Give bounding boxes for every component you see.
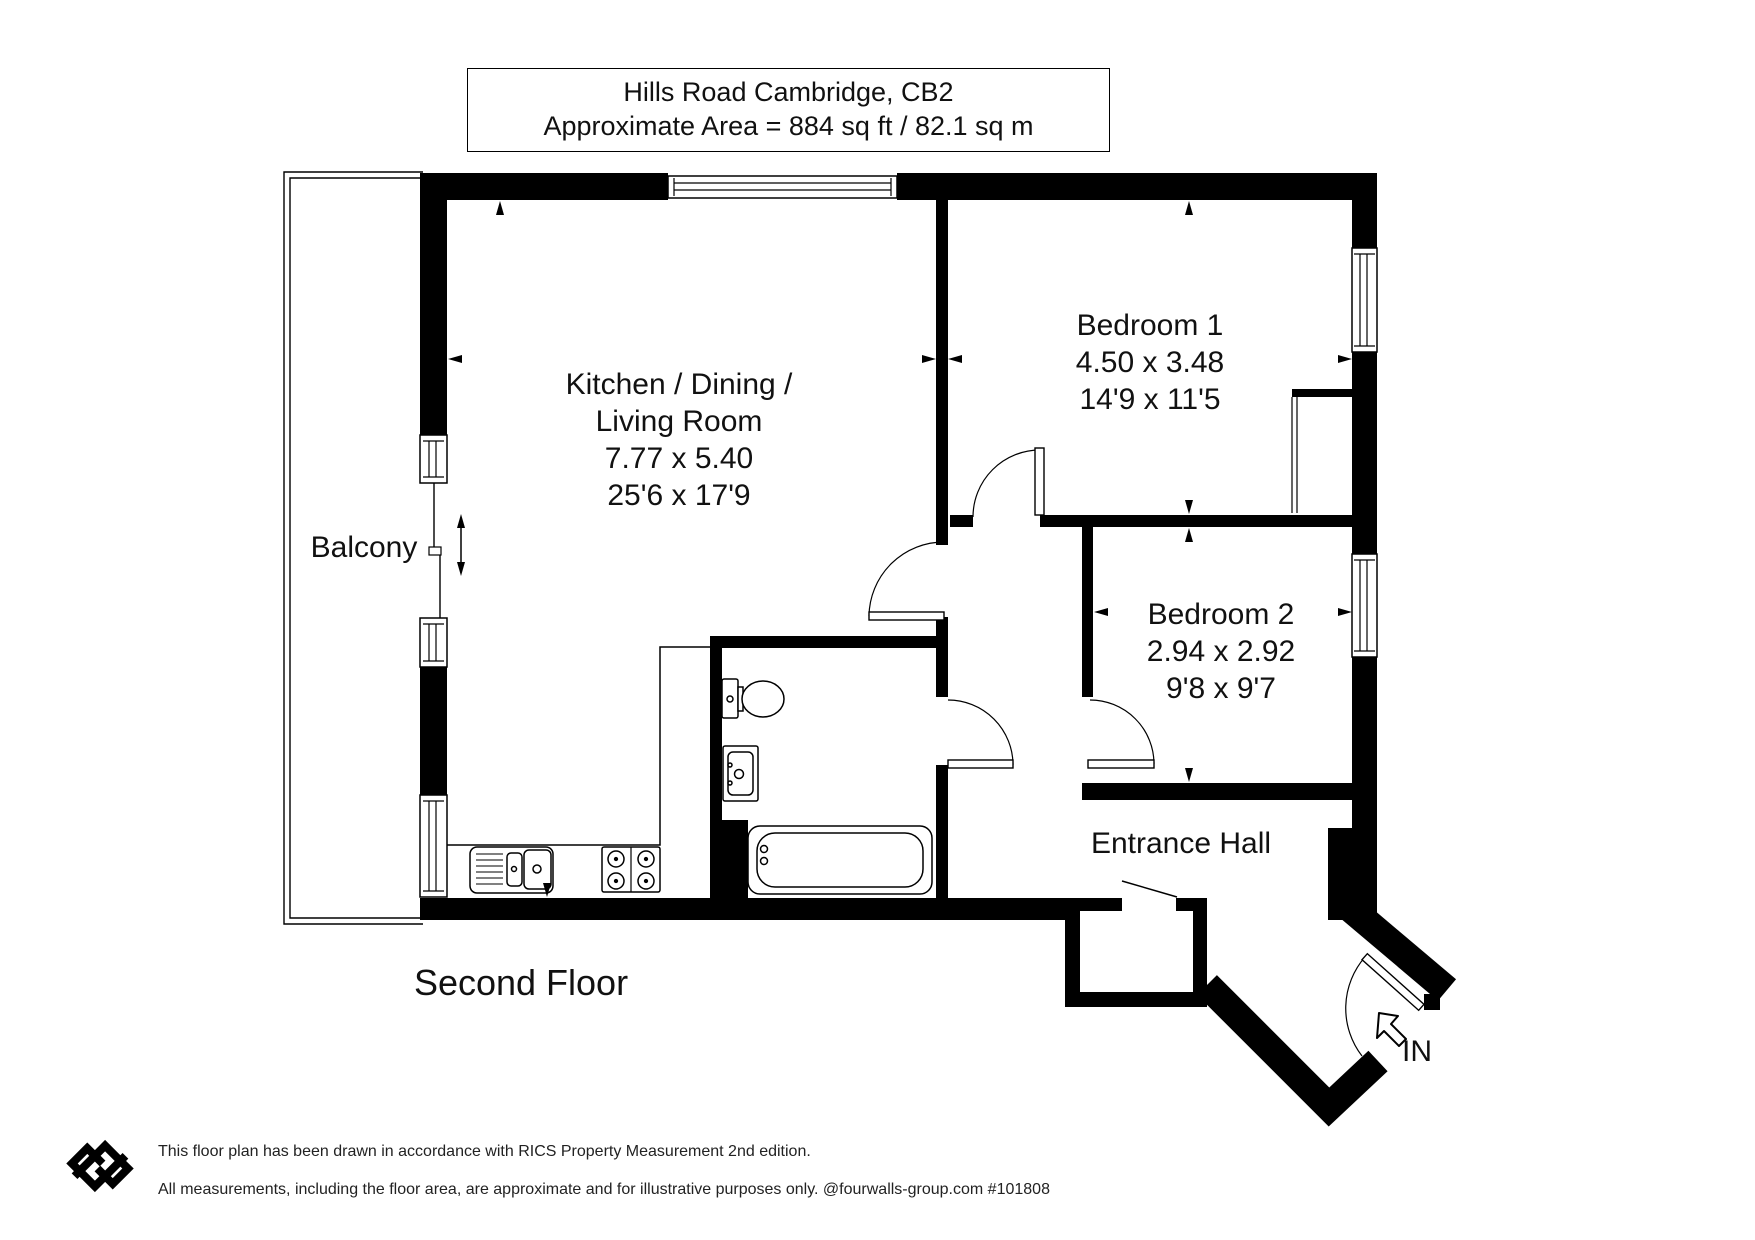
living-room-door xyxy=(868,541,945,621)
dimension-ticks xyxy=(448,201,1352,897)
bedroom1-dims-metric: 4.50 x 3.48 xyxy=(1075,346,1225,379)
basin-icon xyxy=(722,745,759,802)
window-bedroom1 xyxy=(1351,247,1378,353)
window-balcony-mid xyxy=(419,617,448,668)
dimension-tick xyxy=(1185,201,1193,215)
fourwalls-logo xyxy=(66,1139,134,1193)
bedroom1-label: Bedroom 1 4.50 x 3.48 14'9 x 11'5 xyxy=(1076,307,1224,418)
bedroom2-dims-imperial: 9'8 x 9'7 xyxy=(1166,672,1276,705)
bedroom2-label: Bedroom 2 2.94 x 2.92 9'8 x 9'7 xyxy=(1147,596,1295,707)
bedroom2-dims-metric: 2.94 x 2.92 xyxy=(1146,635,1296,668)
bedroom1-name: Bedroom 1 xyxy=(1076,309,1224,342)
window-balcony-lower xyxy=(419,794,448,898)
dimension-tick xyxy=(1185,500,1193,514)
bath-icon xyxy=(747,825,933,895)
dimension-tick xyxy=(1338,608,1352,616)
sliding-door-arrow xyxy=(457,514,465,576)
bathroom-door xyxy=(947,699,1014,769)
bedroom1-door xyxy=(972,447,1045,518)
dimension-tick xyxy=(1338,355,1352,363)
kitchen-counter-line xyxy=(447,646,712,846)
kitchen-fixtures xyxy=(447,646,712,894)
dimension-tick xyxy=(1185,528,1193,542)
toilet-icon xyxy=(721,678,785,719)
window-balcony-upper xyxy=(419,434,448,484)
address-title: Hills Road Cambridge, CB2 xyxy=(623,77,954,107)
windows xyxy=(419,175,1378,898)
bedroom1-wardrobe-door xyxy=(1291,397,1298,513)
hob-icon xyxy=(601,846,661,893)
area-subtitle: Approximate Area = 884 sq ft / 82.1 sq m xyxy=(543,111,1034,141)
kitchen-dims-imperial: 25'6 x 17'9 xyxy=(607,479,751,512)
balcony-outline xyxy=(283,171,423,925)
bedroom2-name: Bedroom 2 xyxy=(1147,598,1295,631)
dimension-tick xyxy=(1185,768,1193,782)
bedroom2-door xyxy=(1087,699,1155,769)
entry-arrow-icon xyxy=(1376,1012,1407,1047)
footer-disclaimer-1: This floor plan has been drawn in accord… xyxy=(158,1143,811,1160)
balcony-sliding-door xyxy=(428,483,442,618)
floor-level-label: Second Floor xyxy=(413,962,629,1003)
dimension-tick xyxy=(1094,608,1108,616)
window-bedroom2 xyxy=(1351,553,1378,658)
dimension-tick xyxy=(496,201,504,215)
dimension-tick xyxy=(922,355,936,363)
dimension-tick xyxy=(448,355,462,363)
title-box: Hills Road Cambridge, CB2 Approximate Ar… xyxy=(467,68,1110,152)
entrance-front-door xyxy=(1345,952,1425,1057)
kitchen-sink-icon xyxy=(469,846,554,894)
dimension-tick xyxy=(948,355,962,363)
dimension-tick xyxy=(543,883,551,897)
bedroom1-dims-imperial: 14'9 x 11'5 xyxy=(1079,383,1221,416)
kitchen-dims-metric: 7.77 x 5.40 xyxy=(604,442,754,475)
walls xyxy=(420,173,1457,1127)
kitchen-name: Kitchen / Dining / Living Room xyxy=(565,368,793,438)
entrance-hall-label: Entrance Hall xyxy=(1090,827,1272,860)
balcony-label: Balcony xyxy=(310,531,418,564)
bathroom-fixtures xyxy=(721,678,933,895)
footer-disclaimer-2: All measurements, including the floor ar… xyxy=(158,1181,1050,1198)
in-label: IN xyxy=(1402,1035,1432,1068)
window-top xyxy=(667,175,898,199)
store-cupboard-door xyxy=(1121,880,1178,898)
kitchen-label: Kitchen / Dining / Living Room 7.77 x 5.… xyxy=(544,366,814,514)
doors xyxy=(868,397,1425,1057)
